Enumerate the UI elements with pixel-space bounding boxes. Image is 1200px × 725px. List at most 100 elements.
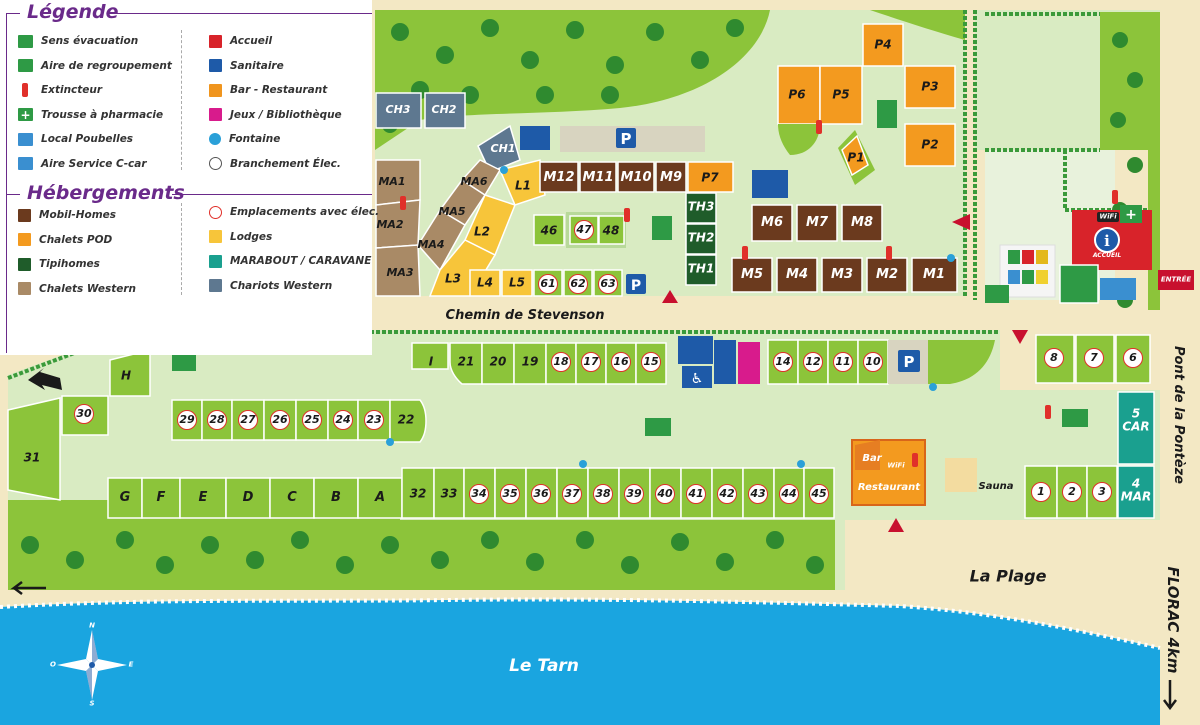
- pitches-1-3: [1024, 465, 1118, 519]
- legend-label: Bar - Restaurant: [230, 84, 328, 97]
- assembly-point-icon: [18, 59, 33, 73]
- legend-item-services_left-2: Extincteur: [18, 78, 172, 103]
- legend-item-services_right-2: Bar - Restaurant: [209, 78, 342, 103]
- legend-item-accommodation_right-0: Emplacements avec élec.: [209, 200, 379, 225]
- compass-rose: [57, 630, 127, 700]
- reception-square-icon: [209, 34, 222, 48]
- chariot-ch3: [375, 92, 422, 129]
- west-arrow-bottom: [10, 581, 46, 595]
- direction-arrows: [662, 214, 1028, 532]
- west-arrow-top: [28, 368, 62, 390]
- accommodation-title-rule-left: [6, 194, 20, 195]
- legend-item-accommodation_left-3: Chalets Western: [18, 277, 136, 302]
- svg-text:P: P: [621, 130, 632, 148]
- chalet-ma1: [375, 159, 421, 206]
- fire-extinguisher-icon: [22, 83, 28, 98]
- svg-text:♿: ♿: [691, 371, 704, 387]
- games-square-icon: [209, 108, 222, 122]
- accommodation-title: Hébergements: [27, 182, 185, 204]
- legend-swatch-icon: [209, 254, 222, 268]
- legend-label: Jeux / Bibliothèque: [230, 108, 342, 121]
- legend-label: Chariots Western: [230, 279, 333, 292]
- legend-title: Légende: [27, 1, 119, 23]
- bins: [999, 244, 1056, 298]
- sanitary-mid: [752, 170, 788, 198]
- legend-label: Aire Service C-car: [41, 157, 147, 170]
- legend-label: Accueil: [230, 35, 273, 48]
- legend-label: Fontaine: [229, 133, 281, 146]
- legend-label: Chalets Western: [39, 282, 136, 295]
- sauna: [945, 458, 977, 492]
- svg-text:P: P: [631, 278, 641, 294]
- legend-item-services_right-5: Branchement Élec.: [209, 152, 342, 177]
- river-tarn: [0, 599, 1160, 725]
- evacuation-signs: [172, 100, 1088, 436]
- chalet-ma2: [375, 199, 421, 249]
- svg-text:i: i: [1104, 232, 1110, 250]
- legend-item-services_left-1: Aire de regroupement: [18, 54, 172, 79]
- legend-item-accommodation_right-3: Chariots Western: [209, 274, 379, 299]
- pitches-letters: [107, 477, 403, 519]
- legend-item-services_left-0: Sens évacuation: [18, 29, 172, 54]
- mobil-homes-low: [731, 257, 958, 293]
- fountain-icon: [209, 133, 221, 146]
- legend-swatch-icon: [18, 233, 31, 247]
- pitches-8-6: [1035, 334, 1151, 384]
- legend-item-services_left-4: Local Poubelles: [18, 127, 172, 152]
- legend-divider-bottom: [181, 203, 182, 295]
- legend-label: Chalets POD: [39, 233, 113, 246]
- trash-icon: [18, 132, 33, 146]
- legend-item-services_right-0: Accueil: [209, 29, 342, 54]
- east-forest: [1100, 12, 1160, 310]
- legend-item-services_right-3: Jeux / Bibliothèque: [209, 103, 342, 128]
- legend-swatch-icon: [209, 279, 222, 293]
- sanitary-square-icon: [209, 59, 222, 73]
- pitches-row-32-45: [401, 467, 835, 519]
- extinguishers: [400, 120, 1118, 467]
- legend-label: Local Poubelles: [41, 133, 134, 146]
- legend-title-rule: [116, 13, 372, 14]
- pitches-row-29-22: [171, 399, 427, 443]
- legend-label: Sanitaire: [230, 59, 284, 72]
- legend-swatch-icon: [209, 230, 222, 244]
- legend-label: Sens évacuation: [41, 35, 139, 48]
- svg-text:+: +: [1125, 207, 1137, 223]
- electric-plug-icon: [209, 157, 222, 171]
- legend-item-services_right-4: Fontaine: [209, 127, 342, 152]
- chariot-ch2: [424, 92, 466, 129]
- legend-divider-top: [181, 30, 182, 170]
- fountains: [386, 166, 955, 468]
- legend-label: Branchement Élec.: [230, 157, 341, 170]
- legend-label: MARABOUT / CARAVANE: [230, 255, 372, 268]
- legend-item-services_right-1: Sanitaire: [209, 54, 342, 79]
- legend-item-accommodation_left-0: Mobil-Homes: [18, 203, 136, 228]
- pitches-row-14-10: P: [767, 339, 995, 385]
- mobil-homes-mid: [751, 204, 883, 242]
- bar-square-icon: [209, 83, 222, 97]
- central-facilities: ♿: [678, 336, 760, 388]
- mobil-homes-top: [539, 161, 734, 193]
- reception-building: + i: [1059, 205, 1194, 304]
- legend-left-rule: [6, 13, 7, 353]
- legend-label: Extincteur: [41, 84, 103, 97]
- legend-item-accommodation_right-1: Lodges: [209, 225, 379, 250]
- first-aid-icon: +: [18, 108, 33, 122]
- entrance-sign: [1158, 270, 1194, 290]
- legend-label: Lodges: [230, 230, 273, 243]
- north-east-strip: [870, 10, 965, 40]
- legend-label: Mobil-Homes: [39, 209, 117, 222]
- legend-swatch-icon: [18, 208, 31, 222]
- lodge-l5: [501, 269, 533, 297]
- legend-swatch-icon: [18, 257, 31, 271]
- sanitary-north: [520, 126, 550, 150]
- trees: [21, 19, 1143, 574]
- south-arrow: [1163, 680, 1177, 711]
- lodge-l4: [469, 269, 501, 297]
- tipihomes: [685, 192, 717, 286]
